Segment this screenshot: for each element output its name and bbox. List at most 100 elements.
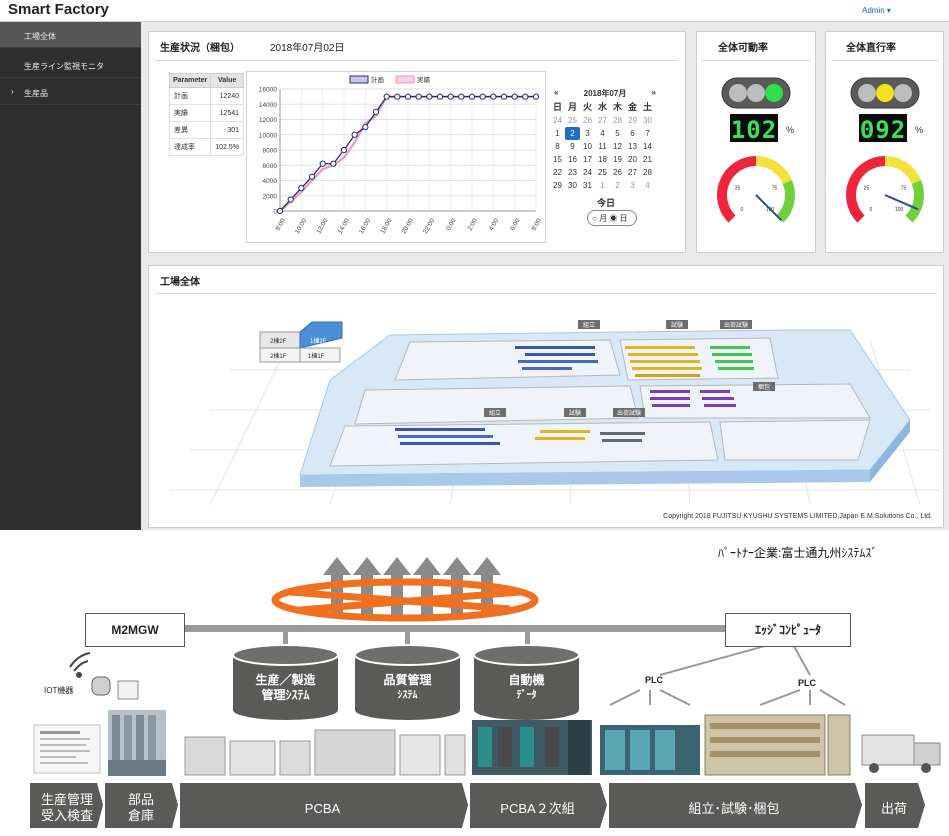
calendar-day[interactable]: 29 bbox=[553, 181, 562, 190]
table-cell: 実績 bbox=[168, 104, 212, 122]
data-point bbox=[319, 160, 326, 167]
stage-label: 部品 倉庫 bbox=[106, 792, 176, 824]
user-menu[interactable]: Admin ▾ bbox=[862, 6, 891, 15]
floor-button[interactable] bbox=[299, 321, 343, 349]
calendar-day[interactable]: 29 bbox=[628, 116, 637, 125]
calendar-day[interactable]: 18 bbox=[598, 155, 607, 164]
calendar-next-button[interactable]: » bbox=[651, 88, 656, 97]
calendar-day[interactable]: 8 bbox=[555, 142, 560, 151]
calendar-day[interactable]: 27 bbox=[598, 116, 607, 125]
calendar-day[interactable]: 11 bbox=[598, 142, 607, 151]
database-icon bbox=[354, 644, 461, 720]
table-cell: 301 bbox=[210, 121, 244, 139]
month-day-toggle[interactable]: ○ 月 ◉ 日 bbox=[587, 210, 637, 226]
calendar-day[interactable]: 7 bbox=[645, 129, 650, 138]
document-image bbox=[33, 724, 101, 774]
calendar-day[interactable]: 24 bbox=[553, 116, 562, 125]
system-diagram bbox=[30, 557, 941, 828]
sidebar-item-products[interactable]: › 生産品 bbox=[0, 79, 141, 105]
calendar-day[interactable]: 25 bbox=[598, 168, 607, 177]
kpi-unit: % bbox=[915, 125, 924, 135]
calendar-day[interactable]: 31 bbox=[583, 181, 592, 190]
plc-connectors bbox=[609, 638, 846, 706]
calendar-day[interactable]: 15 bbox=[553, 155, 562, 164]
data-point bbox=[308, 173, 316, 180]
calendar-day[interactable]: 4 bbox=[645, 181, 650, 190]
divider bbox=[155, 293, 937, 294]
table-cell: 12240 bbox=[210, 87, 244, 105]
calendar-day[interactable]: 2 bbox=[565, 127, 580, 140]
calendar-day[interactable]: 17 bbox=[583, 155, 592, 164]
calendar-day[interactable]: 13 bbox=[628, 142, 637, 151]
calendar-day[interactable]: 16 bbox=[568, 155, 577, 164]
calendar-prev-button[interactable]: « bbox=[554, 88, 559, 97]
calendar-day[interactable]: 3 bbox=[630, 181, 635, 190]
radio-day-icon[interactable]: ◉ bbox=[609, 214, 618, 223]
calendar-day[interactable]: 2 bbox=[615, 181, 620, 190]
calendar-day[interactable]: 22 bbox=[553, 168, 562, 177]
data-point bbox=[330, 160, 337, 167]
radio-month-icon[interactable]: ○ bbox=[592, 214, 597, 223]
database-label-line: 自動機 bbox=[508, 673, 545, 687]
calendar-day[interactable]: 4 bbox=[600, 129, 605, 138]
data-point bbox=[468, 93, 476, 100]
area-label: 試験 bbox=[671, 321, 683, 329]
sidebar-item-factory[interactable]: 工場全体 bbox=[0, 22, 141, 48]
data-point bbox=[522, 93, 529, 100]
calendar-day[interactable]: 30 bbox=[643, 116, 652, 125]
floor-label: 2棟2F bbox=[270, 337, 287, 345]
data-point bbox=[532, 93, 540, 100]
table-header: Value bbox=[210, 73, 244, 88]
table-cell: 102.5% bbox=[210, 138, 244, 156]
calendar-day[interactable]: 14 bbox=[643, 142, 652, 151]
copyright: Copyright 2018 FUJITSU KYUSHU SYSTEMS LI… bbox=[663, 513, 932, 520]
area-labels: 組立 試験 出荷試験 梱包 組立 試験 出荷試験 bbox=[484, 320, 775, 417]
y-tick-label: 8000 bbox=[263, 148, 278, 155]
data-point bbox=[511, 93, 518, 100]
iot-label: IOT機器 bbox=[44, 686, 74, 695]
database-label-line: 生産／製造 bbox=[255, 673, 316, 687]
calendar-day[interactable]: 19 bbox=[613, 155, 622, 164]
calendar-day[interactable]: 10 bbox=[583, 142, 592, 151]
calendar-day[interactable]: 24 bbox=[583, 168, 592, 177]
process-flow bbox=[30, 783, 925, 828]
calendar-day[interactable]: 1 bbox=[555, 129, 560, 138]
sidebar-item-label: 工場全体 bbox=[24, 32, 56, 41]
stage-label-line: 部品 bbox=[127, 792, 154, 807]
floor-label: 1棟1F bbox=[308, 352, 325, 360]
sidebar-item-line-monitor[interactable]: 生産ライン監視モニタ bbox=[0, 52, 141, 78]
calendar-day[interactable]: 26 bbox=[583, 116, 592, 125]
calendar-day[interactable]: 28 bbox=[643, 168, 652, 177]
floor-button[interactable] bbox=[299, 347, 341, 363]
calendar-day[interactable]: 27 bbox=[628, 168, 637, 177]
calendar-day[interactable]: 20 bbox=[628, 155, 637, 164]
floor-label: 1棟2F bbox=[310, 337, 327, 345]
data-point bbox=[340, 146, 348, 154]
y-tick-label: 2000 bbox=[263, 193, 278, 200]
calendar-day[interactable]: 1 bbox=[600, 181, 605, 190]
calendar-day[interactable]: 28 bbox=[613, 116, 622, 125]
stage-arrow bbox=[180, 783, 468, 828]
calendar-day[interactable]: 26 bbox=[613, 168, 622, 177]
gauge-tick-label: 100 bbox=[895, 207, 904, 213]
calendar-day[interactable]: 5 bbox=[615, 129, 620, 138]
database-label-line: 管理ｼｽﾃﾑ bbox=[261, 688, 310, 702]
calendar-day[interactable]: 12 bbox=[613, 142, 622, 151]
calendar-day[interactable]: 3 bbox=[585, 129, 590, 138]
m2mgw-box: M2MGW bbox=[85, 613, 185, 647]
calendar-day[interactable]: 9 bbox=[570, 142, 575, 151]
calendar-day[interactable]: 6 bbox=[630, 129, 635, 138]
calendar-day[interactable]: 30 bbox=[568, 181, 577, 190]
table-cell: 計画 bbox=[168, 87, 212, 105]
database-label: 品質管理 ｼｽﾃﾑ bbox=[355, 673, 460, 703]
connector bbox=[405, 632, 410, 650]
traffic-light-icon bbox=[721, 77, 791, 109]
sensor-band-icon bbox=[91, 676, 111, 696]
calendar-day[interactable]: 25 bbox=[568, 116, 577, 125]
legend-swatch bbox=[349, 75, 369, 84]
calendar-day[interactable]: 21 bbox=[643, 155, 652, 164]
calendar-day[interactable]: 23 bbox=[568, 168, 577, 177]
area-label: 組立 bbox=[489, 409, 501, 417]
